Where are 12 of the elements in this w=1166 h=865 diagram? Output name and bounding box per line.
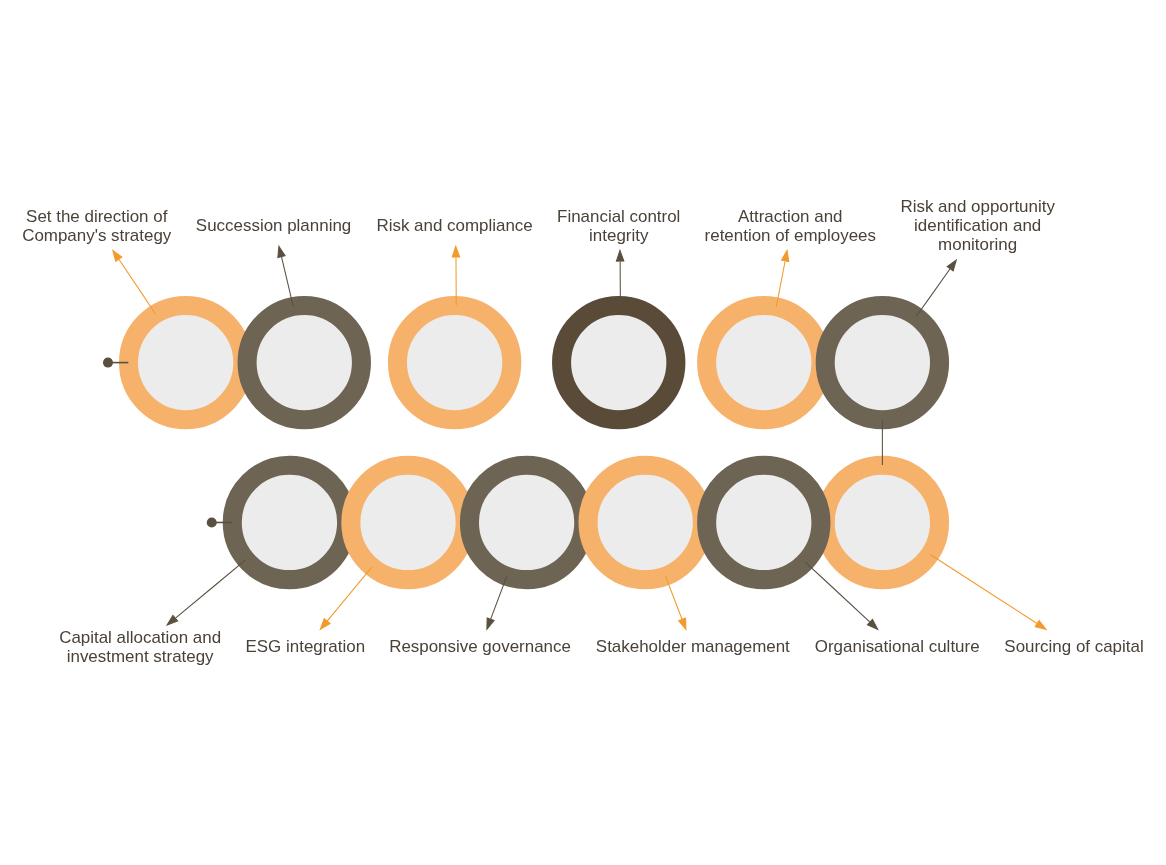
node-text: Succession planning — [195, 215, 352, 235]
node-text: Risk and opportunity identification and monitoring — [900, 196, 1055, 254]
node-text: Financial control integrity — [557, 206, 681, 245]
node-text: Risk and compliance — [376, 215, 533, 235]
node-text: ESG integration — [245, 636, 366, 656]
node-text: Set the direction of Company's strategy — [22, 206, 172, 245]
node-text: Stakeholder management — [595, 636, 790, 656]
node-text: Attraction and retention of employees — [704, 206, 876, 245]
node-text: Responsive governance — [389, 636, 571, 656]
node-text: Sourcing of capital — [1004, 636, 1144, 656]
node-text: Capital allocation and investment strategy — [59, 627, 222, 666]
node-text: Organisational culture — [814, 636, 980, 656]
